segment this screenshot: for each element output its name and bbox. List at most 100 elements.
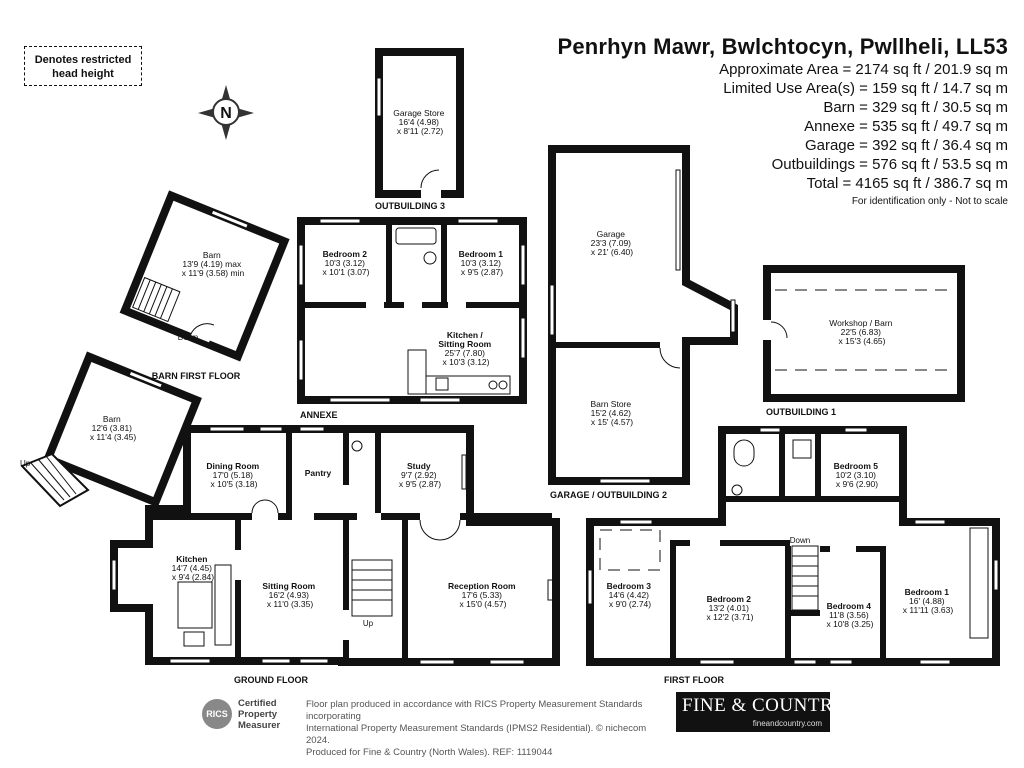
kitchen-dim2: x 9'4 (2.84) xyxy=(172,572,214,582)
rics-badge-line3: Measurer xyxy=(238,720,281,731)
sitting-label: Sitting Room 16'2 (4.93) x 11'0 (3.35) xyxy=(262,581,317,609)
annexe-bed1-label: Bedroom 1 10'3 (3.12) x 9'5 (2.87) xyxy=(459,249,506,277)
annexe-kitchen-name1: Kitchen / xyxy=(447,330,484,340)
ff-bed1-dim1: 16' (4.88) xyxy=(909,596,945,606)
annexe-bed2-label: Bedroom 2 10'3 (3.12) x 10'1 (3.07) xyxy=(323,249,370,277)
garage-dim1: 23'3 (7.09) xyxy=(591,238,632,248)
restricted-height-text: Denotes restricted head height xyxy=(34,54,132,80)
footer-disclaimer: Floor plan produced in accordance with R… xyxy=(306,699,666,759)
ff-bed4-dim2: x 10'8 (3.25) xyxy=(827,619,874,629)
ff-bed2-dim1: 13'2 (4.01) xyxy=(709,603,750,613)
compass-icon: N xyxy=(198,85,254,140)
ff-bed4-dim1: 11'8 (3.56) xyxy=(829,610,869,620)
reception-label: Reception Room 17'6 (5.33) x 15'0 (4.57) xyxy=(448,581,518,609)
outbuilding1-plan xyxy=(763,265,965,402)
property-title: Penrhyn Mawr, Bwlchtocyn, Pwllheli, LL53 xyxy=(557,34,1008,59)
footer-line3: Produced for Fine & Country (North Wales… xyxy=(306,747,553,758)
brand-url: fineandcountry.com xyxy=(752,719,822,728)
barn-store-dim1: 15'2 (4.62) xyxy=(591,408,632,418)
annexe-kitchen-label: Kitchen / Sitting Room 25'7 (7.80) x 10'… xyxy=(438,330,493,367)
barn-lower-name: Barn xyxy=(103,414,121,424)
pantry-label: Pantry xyxy=(305,468,332,478)
first-floor-plan xyxy=(586,426,1000,666)
rics-seal-icon: RICS xyxy=(202,699,232,729)
garage-dim2: x 21' (6.40) xyxy=(591,247,633,257)
study-dim1: 9'7 (2.92) xyxy=(401,470,437,480)
annexe-bed1-dim2: x 9'5 (2.87) xyxy=(461,267,503,277)
barn-down-label: Down xyxy=(178,333,198,342)
dining-dim1: 17'0 (5.18) xyxy=(213,470,254,480)
study-dim2: x 9'5 (2.87) xyxy=(399,479,441,489)
outbuilding3-title: OUTBUILDING 3 xyxy=(375,201,445,211)
dining-name: Dining Room xyxy=(206,461,259,471)
annexe-plan xyxy=(297,217,527,404)
fireplace-icon xyxy=(547,579,555,601)
barn-first-floor-plan xyxy=(119,190,290,362)
area-annexe: Annexe = 535 sq ft / 49.7 sq m xyxy=(804,118,1008,135)
ground-floor-plan xyxy=(110,425,560,666)
annexe-kitchen-dim2: x 10'3 (3.12) xyxy=(443,357,490,367)
barn-lower-dim1: 12'6 (3.81) xyxy=(92,423,133,433)
garage-label: Garage 23'3 (7.09) x 21' (6.40) xyxy=(591,229,634,257)
annexe-bed2-name: Bedroom 2 xyxy=(323,249,368,259)
ff-bed3-dim1: 14'6 (4.42) xyxy=(609,590,650,600)
ff-bed5-dim2: x 9'6 (2.90) xyxy=(836,479,878,489)
first-floor-title: FIRST FLOOR xyxy=(664,675,724,685)
study-name: Study xyxy=(407,461,431,471)
bath-icon xyxy=(395,227,437,245)
barn-upper-dim1: 13'9 (4.19) max xyxy=(182,259,242,269)
annexe-bed1-name: Bedroom 1 xyxy=(459,249,504,259)
barn-upper-dim2: x 11'9 (3.58) min xyxy=(182,268,245,278)
annexe-bed2-dim1: 10'3 (3.12) xyxy=(325,258,366,268)
garage-store-dim1: 16'4 (4.98) xyxy=(399,117,440,127)
ff-bed2-dim2: x 12'2 (3.71) xyxy=(707,612,754,622)
garage-store-label: Garage Store 16'4 (4.98) x 8'11 (2.72) xyxy=(393,108,446,136)
garage-plan xyxy=(548,145,738,485)
footer-line1: Floor plan produced in accordance with R… xyxy=(306,699,643,722)
property-header: Penrhyn Mawr, Bwlchtocyn, Pwllheli, LL53… xyxy=(448,34,1008,207)
barn-store-name: Barn Store xyxy=(590,399,631,409)
ff-bed2-label: Bedroom 2 13'2 (4.01) x 12'2 (3.71) xyxy=(707,594,754,622)
barn-stairs-icon xyxy=(132,276,181,323)
first-floor-stairs-icon xyxy=(791,545,819,611)
barn-upper-name: Barn xyxy=(203,250,221,260)
rics-badge-line1: Certified xyxy=(238,698,277,709)
ff-bed1-label: Bedroom 1 16' (4.88) x 11'11 (3.63) xyxy=(903,587,954,615)
garage-outbuilding2-title: GARAGE / OUTBUILDING 2 xyxy=(550,490,667,500)
ff-bed3-label: Bedroom 3 14'6 (4.42) x 9'0 (2.74) xyxy=(607,581,654,609)
barn-lower-dim2: x 11'4 (3.45) xyxy=(90,432,137,442)
ff-bed3-dim2: x 9'0 (2.74) xyxy=(609,599,651,609)
workshop-dim1: 22'5 (6.83) xyxy=(841,327,882,337)
barn-ground-plan xyxy=(42,351,202,508)
ff-bed2-name: Bedroom 2 xyxy=(707,594,752,604)
ff-bed1-name: Bedroom 1 xyxy=(905,587,950,597)
annexe-kitchen-dim1: 25'7 (7.80) xyxy=(445,348,486,358)
barn-upper-label: Barn 13'9 (4.19) max x 11'9 (3.58) min xyxy=(182,250,245,278)
study-label: Study 9'7 (2.92) x 9'5 (2.87) xyxy=(399,461,441,489)
footer-line2: International Property Measurement Stand… xyxy=(306,723,647,746)
garage-store-dim2: x 8'11 (2.72) xyxy=(397,126,444,136)
reception-dim2: x 15'0 (4.57) xyxy=(460,599,507,609)
ff-bed1-dim2: x 11'11 (3.63) xyxy=(903,605,954,615)
ff-bed5-label: Bedroom 5 10'2 (3.10) x 9'6 (2.90) xyxy=(834,461,881,489)
ground-up-label: Up xyxy=(363,619,374,628)
wc-icon xyxy=(351,440,363,452)
area-approximate: Approximate Area = 2174 sq ft / 201.9 sq… xyxy=(719,61,1008,78)
ground-floor-title: GROUND FLOOR xyxy=(234,675,308,685)
barn-first-floor-title: BARN FIRST FLOOR xyxy=(152,371,241,381)
area-limited-use: Limited Use Area(s) = 159 sq ft / 14.7 s… xyxy=(723,80,1008,97)
dining-dim2: x 10'5 (3.18) xyxy=(211,479,258,489)
barn-store-dim2: x 15' (4.57) xyxy=(591,417,633,427)
barn-up-label: Up xyxy=(20,459,31,468)
kitchen-dim1: 14'7 (4.45) xyxy=(172,563,213,573)
ground-stairs-icon xyxy=(351,559,393,617)
dining-label: Dining Room 17'0 (5.18) x 10'5 (3.18) xyxy=(206,461,261,489)
annexe-title: ANNEXE xyxy=(300,410,338,420)
ff-bed4-name: Bedroom 4 xyxy=(827,601,872,611)
ff-bed4-label: Bedroom 4 11'8 (3.56) x 10'8 (3.25) xyxy=(827,601,874,629)
annexe-bed2-dim2: x 10'1 (3.07) xyxy=(323,267,370,277)
restricted-height-legend: Denotes restricted head height xyxy=(24,46,142,86)
workshop-name: Workshop / Barn xyxy=(829,318,892,328)
compass-north-label: N xyxy=(220,105,232,122)
